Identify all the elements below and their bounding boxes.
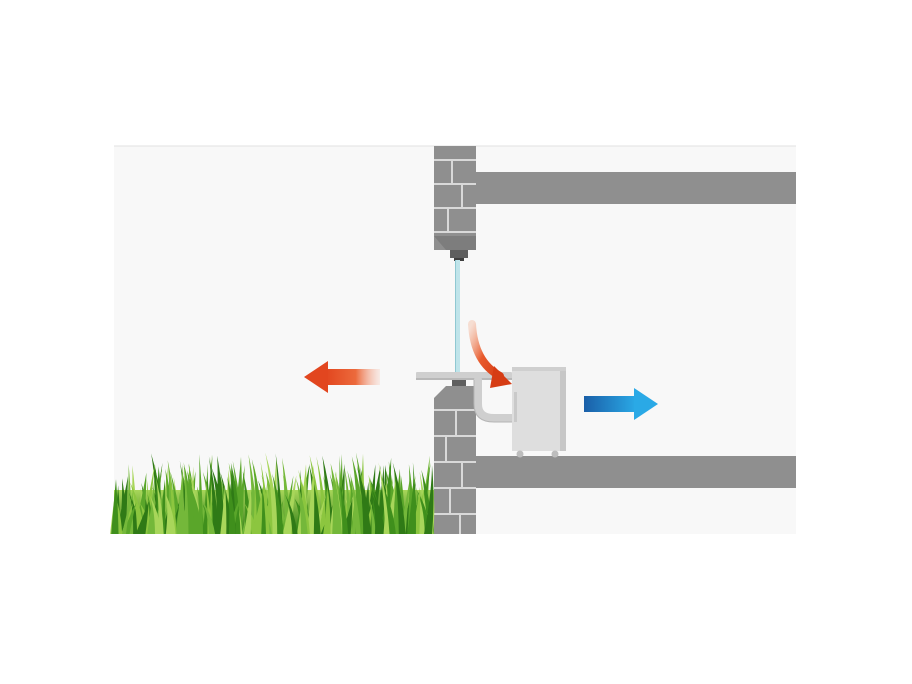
grass-blade	[323, 485, 331, 534]
grass-blade	[147, 478, 155, 534]
grass-blade	[214, 455, 225, 534]
grass-blade	[252, 483, 264, 534]
grass-blade	[165, 494, 176, 534]
grass-blade	[156, 478, 164, 534]
grass-blade	[369, 498, 376, 534]
grass-blade	[149, 495, 162, 534]
arrow-right-icon	[584, 388, 658, 420]
grass-blade	[243, 487, 252, 534]
ceiling-slab	[476, 172, 796, 204]
grass-blade	[356, 465, 371, 534]
grass-blade	[177, 491, 184, 534]
grass-blade	[316, 456, 328, 534]
grass-blade	[111, 479, 119, 534]
grass-blade	[424, 465, 434, 534]
window-glass	[456, 260, 460, 372]
window-sill	[452, 380, 466, 386]
grass-blade	[272, 473, 284, 534]
grass-blade	[202, 500, 216, 534]
grass-blade	[285, 494, 298, 534]
curved-arrow-down-icon	[468, 320, 512, 388]
grass-icon	[110, 452, 435, 534]
grass-blade	[295, 478, 308, 534]
grass-blade	[265, 452, 280, 534]
arrow-left-icon	[304, 361, 380, 393]
grass-blade	[183, 462, 195, 534]
grass-blade	[330, 463, 342, 534]
grass-blade	[342, 498, 353, 534]
grass-blade	[372, 494, 384, 534]
grass-blade	[191, 489, 202, 534]
portable-air-conditioner-icon	[512, 367, 566, 458]
exhaust-hose	[474, 376, 518, 422]
grass-blade	[378, 462, 390, 534]
upper-brick-wall	[434, 146, 476, 250]
grass-blade	[401, 497, 411, 534]
floor-slab	[476, 456, 796, 488]
grass-blade	[339, 482, 349, 534]
grass-blade	[157, 479, 166, 534]
grass-blade	[407, 477, 416, 534]
grass-blade	[261, 485, 266, 534]
grass-blade	[227, 476, 236, 534]
grass-blade	[220, 483, 227, 534]
grass-blade	[135, 500, 149, 534]
grass-blade	[260, 461, 270, 534]
window-top-frame-cap	[454, 258, 464, 261]
grass-blade	[208, 456, 219, 534]
grass-blade	[306, 465, 315, 534]
grass-blade	[119, 478, 127, 534]
grass-blade	[122, 492, 133, 534]
grass-blade	[411, 486, 421, 534]
grass-blade	[298, 469, 310, 534]
grass-blade	[392, 462, 406, 534]
grass-blade	[169, 470, 177, 534]
lower-brick-wall	[434, 386, 476, 534]
grass-blade	[350, 473, 361, 534]
grass-blade	[351, 456, 366, 534]
grass-blade	[235, 465, 245, 534]
window-top-frame	[450, 250, 468, 258]
